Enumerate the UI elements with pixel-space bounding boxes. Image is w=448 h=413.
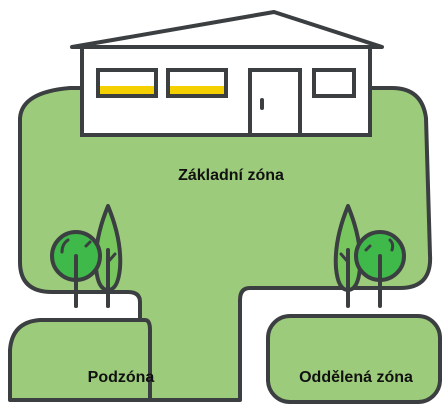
separate-zone-label: Oddělená zóna	[299, 369, 413, 386]
trees-left	[50, 204, 123, 308]
main-zone-label: Základní zóna	[178, 167, 284, 184]
round-tree-icon	[50, 230, 102, 308]
separate-zone-area	[266, 314, 442, 404]
sub-zone-label: Podzóna	[88, 369, 155, 386]
main-zone-area	[18, 86, 433, 402]
house-icon	[70, 10, 384, 137]
window-icon	[166, 68, 228, 98]
trees-right	[333, 204, 406, 308]
sub-zone-area	[8, 318, 152, 402]
round-tree-icon	[354, 230, 406, 308]
window-icon	[96, 68, 158, 98]
house-roof	[70, 10, 384, 49]
door-icon	[248, 68, 302, 137]
window-icon	[312, 68, 356, 98]
